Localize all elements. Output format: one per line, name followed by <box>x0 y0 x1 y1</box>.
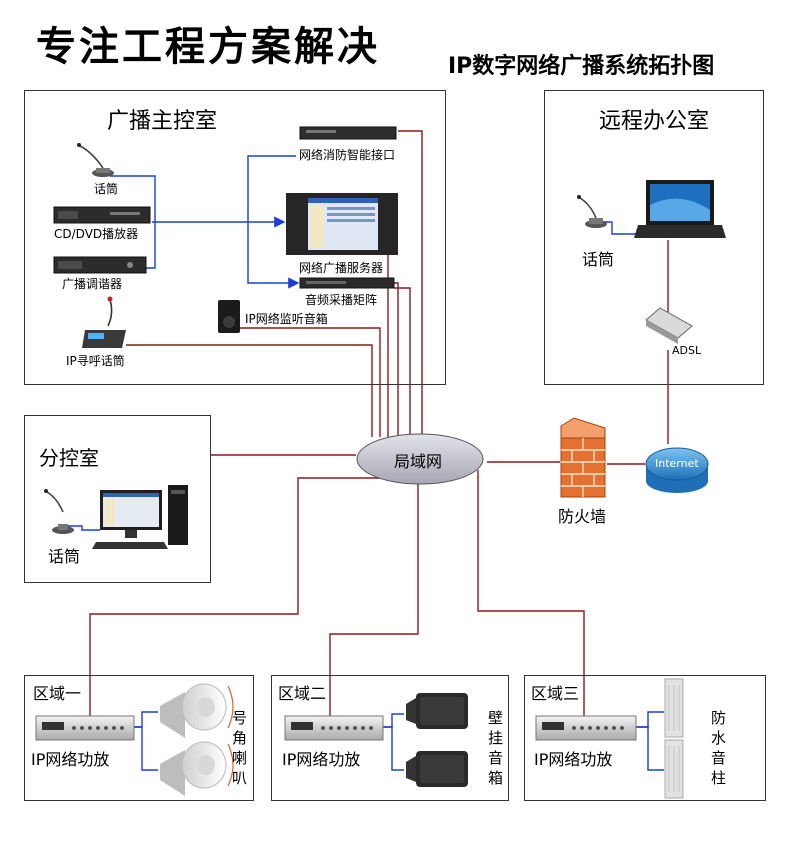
blue-links <box>64 155 664 771</box>
lan-label: 局域网 <box>394 452 443 471</box>
remote-office-title: 远程办公室 <box>599 109 710 134</box>
ip-paging-mic-icon <box>82 296 126 348</box>
link-mic-server <box>110 175 156 222</box>
column-speaker-icon-a <box>664 678 684 738</box>
server-icon <box>286 193 398 255</box>
zone-2-title: 区域二 <box>278 684 327 703</box>
link-fire-lan <box>398 130 423 437</box>
zone-2-speaker-label: 壁挂音箱 <box>488 709 504 787</box>
headline: 专注工程方案解决 <box>36 24 380 70</box>
laptop-icon <box>634 180 726 238</box>
internet-label: Internet <box>655 457 699 470</box>
link-sub-mic-pc <box>64 525 100 531</box>
fire-interface-icon <box>299 126 397 140</box>
adsl-label: ADSL <box>672 344 702 357</box>
link-server-fire <box>247 155 296 222</box>
internet-icon <box>645 447 709 493</box>
zone-3-amp-icon <box>535 715 637 741</box>
wall-speaker-icon-a <box>406 693 468 729</box>
lan-cloud <box>356 433 484 485</box>
zone-2-amp-label: IP网络功放 <box>282 750 361 769</box>
zone-2-amp-icon <box>284 715 384 741</box>
zone-3-speaker-label: 防水音柱 <box>711 709 727 787</box>
matrix-icon <box>299 277 395 289</box>
zone-1-title: 区域一 <box>33 684 82 703</box>
matrix-label: 音频采播矩阵 <box>305 293 378 307</box>
zone-1-amp-icon <box>35 715 135 741</box>
monitor-speaker-label: IP网络监听音箱 <box>245 312 328 326</box>
adsl-modem-icon <box>645 307 693 344</box>
fire-interface-label: 网络消防智能接口 <box>299 148 396 162</box>
server-label: 网络广播服务器 <box>299 261 384 275</box>
link-server-matrix <box>247 222 300 289</box>
wall-speaker-icon-b <box>406 751 468 787</box>
zone-1-speaker-label: 号角喇叭 <box>232 709 248 787</box>
link-lan-zone3 <box>477 470 585 718</box>
link-matrix-lan-a <box>394 282 399 437</box>
horn-speaker-icon-b <box>160 741 234 796</box>
horn-speaker-icon-a <box>160 683 234 738</box>
column-speaker-icon-b <box>664 739 684 799</box>
sub-mic-icon <box>44 489 74 534</box>
firewall-icon <box>560 417 606 498</box>
desktop-pc-icon <box>92 485 188 549</box>
tuner-label: 广播调谐器 <box>62 277 123 291</box>
tuner-icon <box>53 256 147 274</box>
link-z2-spk-a <box>383 713 404 728</box>
main-mic-label: 话筒 <box>94 182 119 196</box>
cd-player-icon <box>53 206 151 224</box>
link-matrix-lan-b <box>394 287 411 437</box>
zone-1-amp-label: IP网络功放 <box>31 750 110 769</box>
sub-control-room-title: 分控室 <box>39 446 99 470</box>
remote-mic-icon <box>577 195 607 228</box>
link-z2-spk-b <box>383 726 404 771</box>
monitor-speaker-icon <box>218 300 240 333</box>
link-z3-spk-b <box>636 726 664 771</box>
remote-mic-label: 话筒 <box>582 250 615 269</box>
link-paging-lan <box>126 344 373 437</box>
link-z1-spk-a <box>132 711 158 728</box>
main-mic-icon <box>77 143 114 177</box>
zone-3-title: 区域三 <box>531 684 580 703</box>
ip-paging-mic-label: IP寻呼话筒 <box>66 354 125 368</box>
link-lan-zone2 <box>329 480 419 718</box>
firewall-label: 防火墙 <box>558 507 607 526</box>
link-z1-spk-b <box>132 726 158 771</box>
sub-mic-label: 话筒 <box>48 547 81 566</box>
zone-3-amp-label: IP网络功放 <box>534 750 613 769</box>
link-tuner-server <box>145 222 156 269</box>
main-control-room-title: 广播主控室 <box>107 109 218 134</box>
link-z3-spk-a <box>636 711 664 728</box>
cd-player-label: CD/DVD播放器 <box>54 227 139 241</box>
diagram-title: IP数字网络广播系统拓扑图 <box>448 54 715 79</box>
link-monitor-lan <box>240 327 381 437</box>
